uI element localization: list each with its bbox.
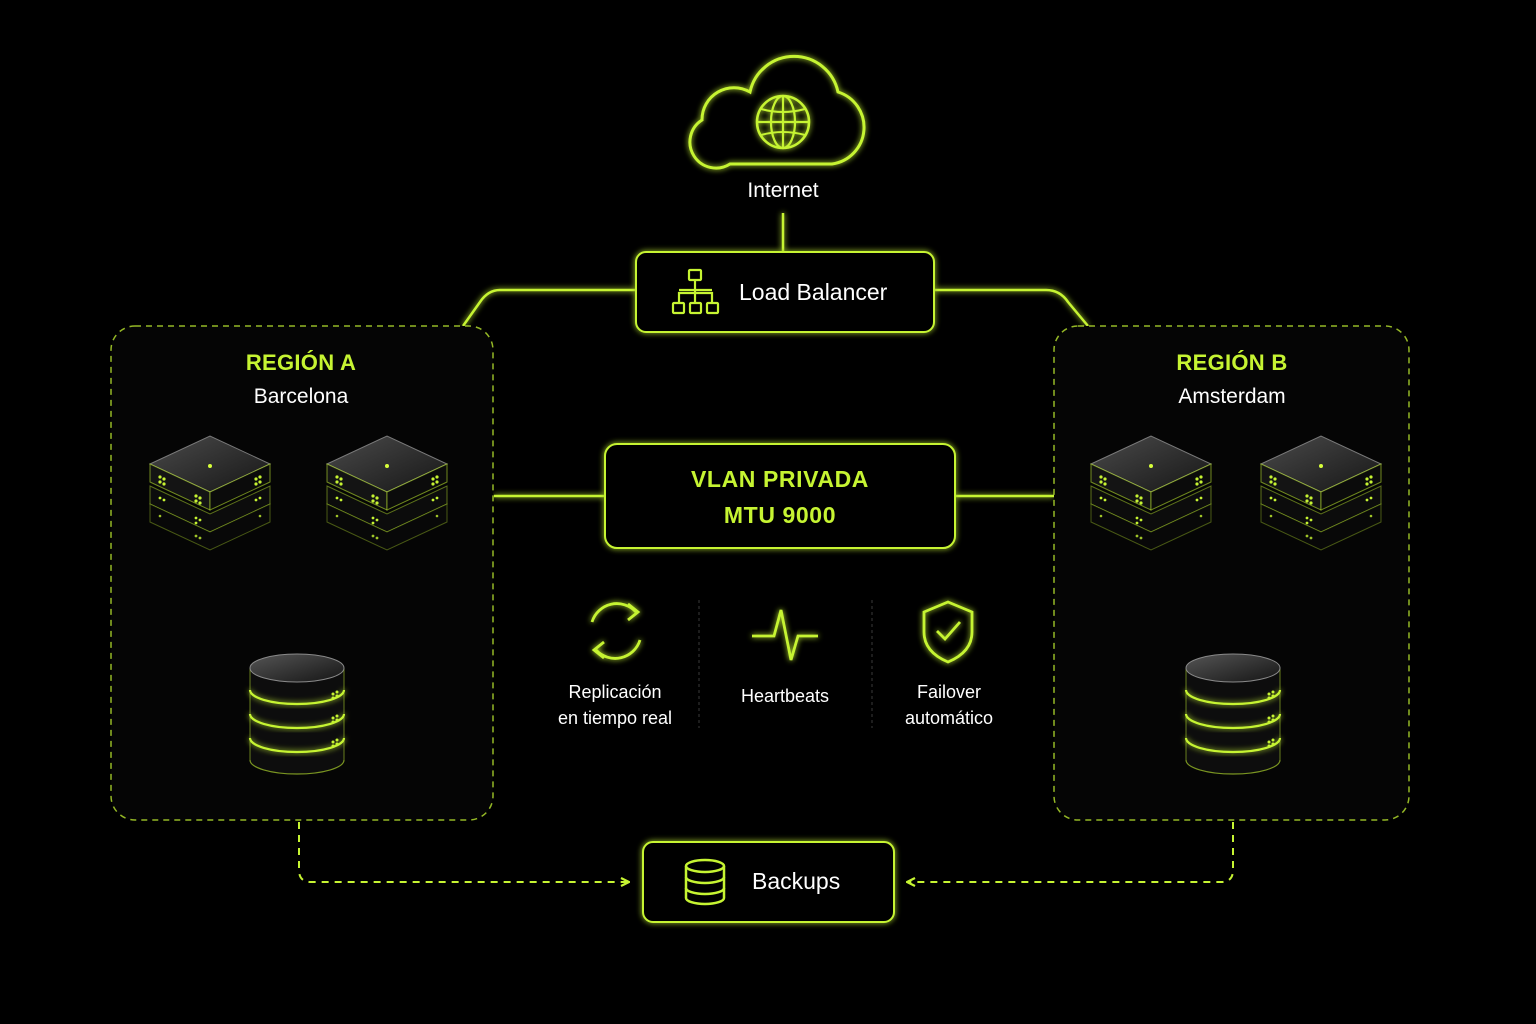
- feature-failover: Failover automático: [849, 679, 1049, 731]
- lb-to-region-a-connector: [461, 288, 636, 327]
- region-b-title: REGIÓN B: [1176, 350, 1288, 375]
- feature-heartbeats: Heartbeats: [685, 683, 885, 709]
- cloud-globe-icon: [688, 54, 866, 170]
- feature-heartbeats-label: Heartbeats: [740, 686, 830, 706]
- shield-check-icon: [922, 600, 974, 664]
- region-a-city: Barcelona: [253, 385, 349, 408]
- vlan-title: VLAN PRIVADA: [690, 466, 869, 492]
- internet-label: Internet: [747, 179, 819, 202]
- backups-box: [642, 841, 895, 923]
- region-b-database: [1186, 654, 1280, 774]
- database-icon: [684, 858, 726, 906]
- vlan-box: [604, 443, 956, 549]
- region-a-database: [250, 654, 344, 774]
- load-balancer-label: Load Balancer: [739, 279, 888, 305]
- feature-failover-line2: automático: [904, 708, 994, 728]
- vlan-mtu: MTU 9000: [723, 502, 837, 528]
- region-b-city: Amsterdam: [1178, 385, 1286, 408]
- region-a-backup-arrow: [298, 822, 628, 882]
- feature-replication: Replicación en tiempo real: [515, 679, 715, 731]
- feature-failover-line1: Failover: [916, 682, 982, 702]
- backups-label: Backups: [752, 868, 841, 894]
- lb-to-region-b-connector: [934, 288, 1089, 327]
- heartbeat-icon: [752, 609, 818, 661]
- region-a-title: REGIÓN A: [245, 350, 357, 375]
- feature-replication-line2: en tiempo real: [557, 708, 673, 728]
- region-b-backup-arrow: [908, 822, 1234, 882]
- hierarchy-icon: [671, 268, 720, 315]
- feature-replication-line1: Replicación: [568, 682, 662, 702]
- sync-icon: [590, 602, 642, 660]
